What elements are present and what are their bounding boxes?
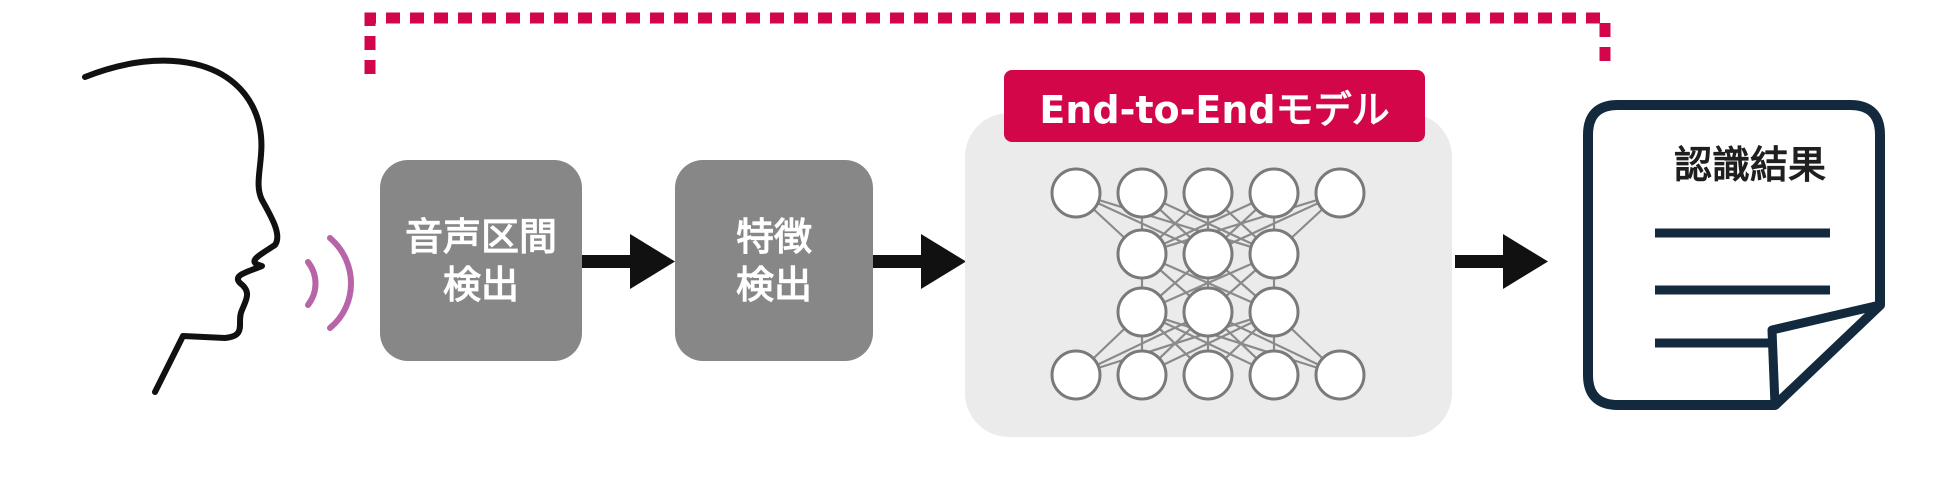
- neural-network-graphic: [1050, 167, 1366, 401]
- sound-wave-icon: [305, 235, 354, 331]
- vad-label-line-1: 音声区間: [404, 214, 557, 259]
- speaking-head-icon: [82, 57, 281, 395]
- flow-arrows: [582, 234, 1548, 289]
- nn-node-layer-1-3: [1182, 167, 1234, 219]
- arrow-model-to-result: [1455, 234, 1548, 289]
- feature-label-line-1: 特徴: [735, 214, 812, 259]
- nn-node-layer-4-3: [1182, 349, 1234, 401]
- document-icon: [1583, 100, 1885, 410]
- nn-node-layer-3-2: [1182, 286, 1234, 338]
- nn-node-layer-4-1: [1050, 349, 1102, 401]
- nn-node-layer-4-5: [1314, 349, 1366, 401]
- nn-node-layer-1-2: [1116, 167, 1168, 219]
- nn-node-layer-1-5: [1314, 167, 1366, 219]
- nn-node-layer-3-3: [1248, 286, 1300, 338]
- arrow-feature-to-model: [873, 234, 966, 289]
- nn-node-layer-2-1: [1116, 228, 1168, 280]
- end-to-end-model-panel: [965, 113, 1452, 437]
- arrow-vad-to-feature: [582, 234, 675, 289]
- feature-label-line-2: 検出: [735, 262, 812, 307]
- nn-node-layer-4-2: [1116, 349, 1168, 401]
- voice-activity-detection-box: 音声区間 検出: [380, 160, 582, 361]
- nn-node-layer-2-3: [1248, 228, 1300, 280]
- nn-node-layer-1-4: [1248, 167, 1300, 219]
- nn-connection: [1141, 191, 1341, 256]
- nn-node-layer-1-1: [1050, 167, 1102, 219]
- recognition-result-label: 認識結果: [1673, 143, 1826, 187]
- end-to-end-model-label: End-to-Endモデル: [1004, 70, 1425, 142]
- document-fold: [1767, 300, 1885, 410]
- nn-connection: [1075, 310, 1275, 377]
- nn-node-layer-3-1: [1116, 286, 1168, 338]
- bypass-dotted-line: [364, 12, 1611, 74]
- feature-detection-box: 特徴 検出: [675, 160, 873, 361]
- nn-node-layer-4-4: [1248, 349, 1300, 401]
- nn-node-layer-2-2: [1182, 228, 1234, 280]
- vad-label-line-2: 検出: [442, 262, 519, 307]
